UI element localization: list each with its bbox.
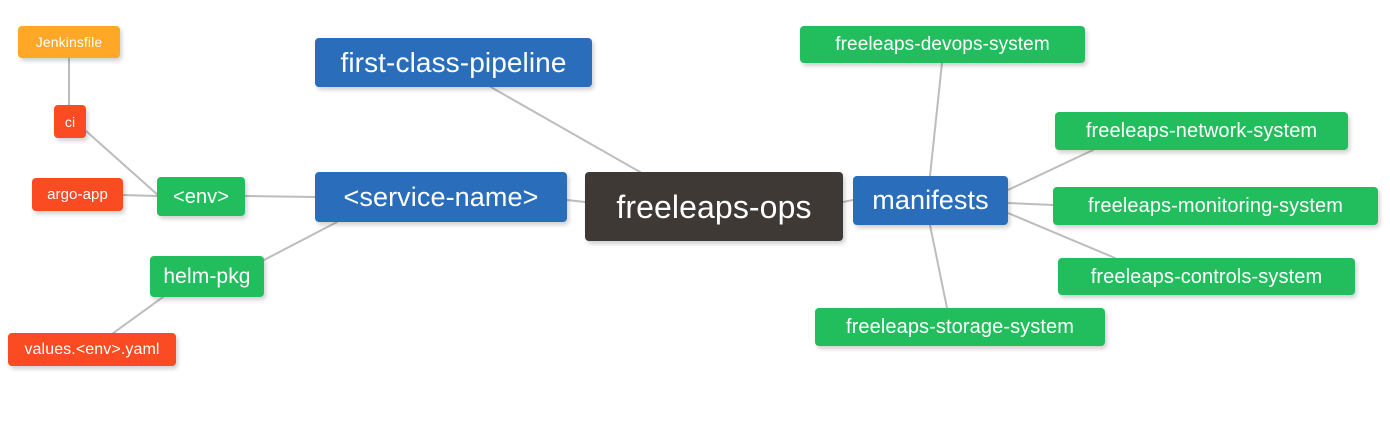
node-label-freeleaps-network-system: freeleaps-network-system: [1085, 120, 1318, 142]
edge-manifests-to-freeleaps-monitoring-system: [1007, 202, 1054, 206]
mindmap-node-freeleaps-devops-system[interactable]: freeleaps-devops-system: [800, 26, 1085, 63]
node-label-freeleaps-controls-system: freeleaps-controls-system: [1090, 265, 1323, 288]
mindmap-node-freeleaps-monitoring-system[interactable]: freeleaps-monitoring-system: [1053, 187, 1378, 225]
edge-service-name-to-freeleaps-ops: [566, 199, 586, 203]
mindmap-node-argo-app[interactable]: argo-app: [32, 178, 123, 211]
node-label-ci: ci: [64, 113, 76, 130]
edge-manifests-to-freeleaps-network-system: [1007, 149, 1094, 191]
edge-service-name-to-helm-pkg: [263, 221, 338, 261]
mindmap-node-env[interactable]: <env>: [157, 177, 245, 216]
node-label-helm-pkg: helm-pkg: [163, 265, 251, 288]
mindmap-node-service-name[interactable]: <service-name>: [315, 172, 567, 222]
mindmap-node-ci[interactable]: ci: [54, 105, 86, 138]
edge-manifests-to-freeleaps-devops-system: [929, 62, 943, 177]
edge-manifests-to-freeleaps-storage-system: [929, 224, 948, 309]
node-label-freeleaps-devops-system: freeleaps-devops-system: [835, 34, 1050, 55]
node-label-jenkinsfile: Jenkinsfile: [35, 34, 103, 50]
mindmap-node-manifests[interactable]: manifests: [853, 176, 1008, 225]
edge-argo-app-to-env: [122, 194, 158, 197]
node-label-service-name: <service-name>: [343, 181, 539, 212]
node-label-freeleaps-storage-system: freeleaps-storage-system: [845, 316, 1075, 338]
node-label-freeleaps-monitoring-system: freeleaps-monitoring-system: [1087, 195, 1343, 217]
mindmap-node-freeleaps-storage-system[interactable]: freeleaps-storage-system: [815, 308, 1105, 346]
mindmap-node-freeleaps-ops[interactable]: freeleaps-ops: [585, 172, 843, 241]
mindmap-node-first-class-pipeline[interactable]: first-class-pipeline: [315, 38, 592, 87]
node-label-values-env-yaml: values.<env>.yaml: [24, 340, 160, 358]
edge-helm-pkg-to-values-env-yaml: [111, 296, 164, 335]
mindmap-node-freeleaps-controls-system[interactable]: freeleaps-controls-system: [1058, 258, 1355, 295]
edge-first-class-pipeline-to-freeleaps-ops: [488, 85, 641, 173]
node-label-freeleaps-ops: freeleaps-ops: [616, 188, 812, 225]
edge-freeleaps-ops-to-manifests: [842, 199, 854, 203]
mindmap-node-helm-pkg[interactable]: helm-pkg: [150, 256, 264, 297]
node-label-first-class-pipeline: first-class-pipeline: [340, 46, 567, 78]
node-label-env: <env>: [172, 185, 230, 208]
node-label-manifests: manifests: [872, 185, 989, 215]
mindmap-node-freeleaps-network-system[interactable]: freeleaps-network-system: [1055, 112, 1348, 150]
edge-env-to-service-name: [244, 195, 316, 198]
mindmap-node-jenkinsfile[interactable]: Jenkinsfile: [18, 26, 120, 58]
mindmap-node-values-env-yaml[interactable]: values.<env>.yaml: [8, 333, 176, 366]
node-label-argo-app: argo-app: [47, 186, 108, 203]
